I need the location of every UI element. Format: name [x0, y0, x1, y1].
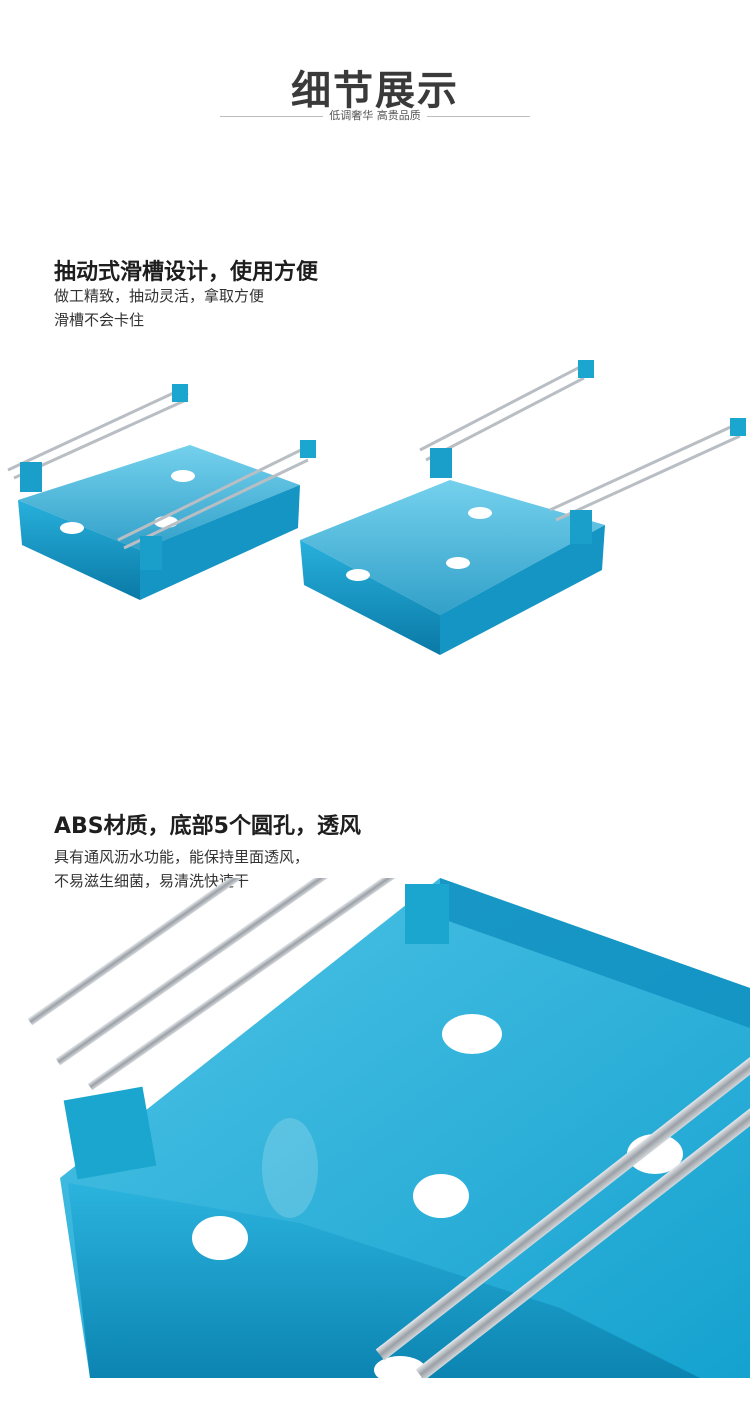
page-subtitle: 低调奢华 高贵品质	[0, 107, 750, 123]
rail-left	[27, 878, 487, 1180]
section1-heading: 抽动式滑槽设计，使用方便	[54, 260, 319, 285]
rail-right	[375, 1029, 750, 1378]
section2-line-2: 不易滋生细菌，易清洗快速干	[54, 872, 250, 890]
tray-left	[7, 384, 316, 600]
section1-line-2: 滑槽不会卡住	[54, 311, 145, 329]
tray-right	[300, 360, 746, 655]
product-image-sliding-trays	[7, 360, 746, 655]
section2-heading: ABS材质，底部5个圆孔，透风	[54, 814, 361, 839]
page-title: 细节展示	[291, 68, 459, 114]
product-image-tray-closeup	[27, 878, 750, 1378]
subtitle-text: 低调奢华 高贵品质	[323, 109, 427, 122]
section2-line-1: 具有通风沥水功能，能保持里面透风，	[54, 848, 310, 866]
section1-line-1: 做工精致，抽动灵活，拿取方便	[54, 287, 265, 305]
